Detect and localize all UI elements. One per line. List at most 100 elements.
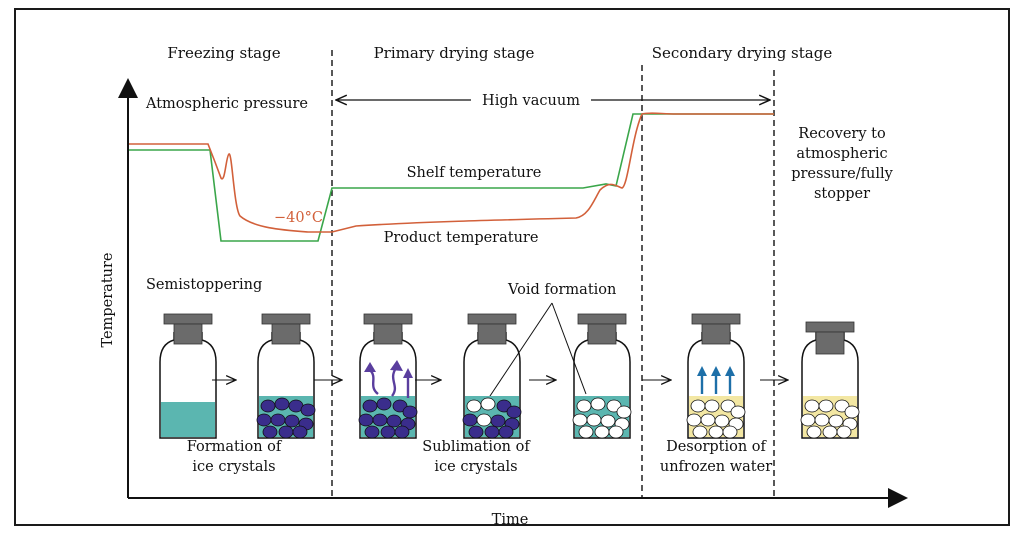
void-pore [572,413,588,427]
void-pore [686,413,702,427]
ice-crystal [372,413,388,427]
ice-crystal [262,425,278,439]
ice-crystal [256,413,272,427]
void-pointer-2 [551,302,587,395]
stage-freezing: Freezing stage [167,44,280,62]
product-temperature-label: Product temperature [384,230,539,246]
stopper-plug [373,323,403,345]
x-axis-label: Time [492,512,529,528]
caption-formation-2: ice crystals [192,459,275,475]
void-pore [600,414,616,428]
ice-crystal [376,397,392,411]
vapor-arrow [369,369,379,395]
recovery-label-2: atmospheric [796,146,887,162]
void-pore [814,413,830,427]
void-pore [806,425,822,439]
void-pore [800,413,816,427]
ice-crystal [362,399,378,413]
stopper-cap [805,321,855,333]
ice-crystal [498,425,514,439]
recovery-label-3: pressure/fully [791,166,893,182]
vial-sublimation-start [358,313,418,439]
caption-sublimation-1: Sublimation of [422,439,531,455]
freeze-drying-diagram: Temperature Time Freezing stage Primary … [100,44,908,528]
vial-content [161,402,215,437]
vial-frozen [256,313,316,439]
vial-dried-matrix [572,313,632,439]
ice-crystal [260,399,276,413]
ice-crystal [284,414,300,428]
vial-liquid [159,313,217,439]
void-pore [804,399,820,413]
ice-crystal [364,425,380,439]
stopper-cap [261,313,311,325]
recovery-label-1: Recovery to [798,126,885,142]
vials-row [159,313,860,439]
stopper-plug [815,331,845,355]
stage-primary: Primary drying stage [374,44,535,62]
ice-crystal [278,425,294,439]
stopper-plug [271,323,301,345]
ice-crystal [300,403,316,417]
stopper-cap [467,313,517,325]
ice-crystal [292,425,308,439]
ice-crystal [270,413,286,427]
void-formation-label: Void formation [507,282,616,298]
ice-crystal [484,425,500,439]
semistoppering-label: Semistoppering [146,277,262,293]
void-pore [466,399,482,413]
void-pore [594,425,610,439]
ice-crystal [490,414,506,428]
void-pore [714,414,730,428]
ice-crystal [506,405,522,419]
figure-frame: Temperature Time Freezing stage Primary … [14,8,1010,528]
void-pore [708,425,724,439]
vial-desorption [686,313,746,439]
vapor-arrow-head [403,368,413,378]
void-pore [836,425,852,439]
stage-secondary: Secondary drying stage [652,44,833,62]
void-pore [586,413,602,427]
stopper-cap [691,313,741,325]
void-pore [590,397,606,411]
void-pore [692,425,708,439]
vial-void-formation [462,313,522,439]
minus-40-label: −40°C [274,210,323,226]
void-pore [700,413,716,427]
void-pore [730,405,746,419]
void-pore [616,405,632,419]
atmospheric-pressure-label: Atmospheric pressure [145,96,308,112]
void-pore [480,397,496,411]
ice-crystal [394,425,410,439]
ice-crystal [468,425,484,439]
ice-crystal [358,413,374,427]
ice-crystal [380,425,396,439]
stopper-cap [577,313,627,325]
vapor-arrow [390,367,398,397]
stopper-cap [363,313,413,325]
recovery-label-4: stopper [814,186,870,202]
high-vacuum-label: High vacuum [482,93,580,109]
y-axis-label: Temperature [100,253,116,348]
void-pore [608,425,624,439]
vapor-arrow-head [697,366,707,376]
product-temperature-curve [129,112,774,233]
void-pore [704,399,720,413]
stopper-plug [587,323,617,345]
caption-desorption-1: Desorption of [666,439,767,455]
stopper-plug [701,323,731,345]
void-pore [844,405,860,419]
ice-crystal [386,414,402,428]
ice-crystal [402,405,418,419]
stopper-plug [173,323,203,345]
vapor-arrow-head [725,366,735,376]
caption-formation-1: Formation of [187,439,283,455]
void-pore [722,425,738,439]
vapor-arrow-head [364,362,376,372]
vapor-arrow-head [711,366,721,376]
stopper-cap [163,313,213,325]
shelf-temperature-label: Shelf temperature [407,165,542,181]
caption-sublimation-2: ice crystals [434,459,517,475]
void-pore [690,399,706,413]
stopper-plug [477,323,507,345]
